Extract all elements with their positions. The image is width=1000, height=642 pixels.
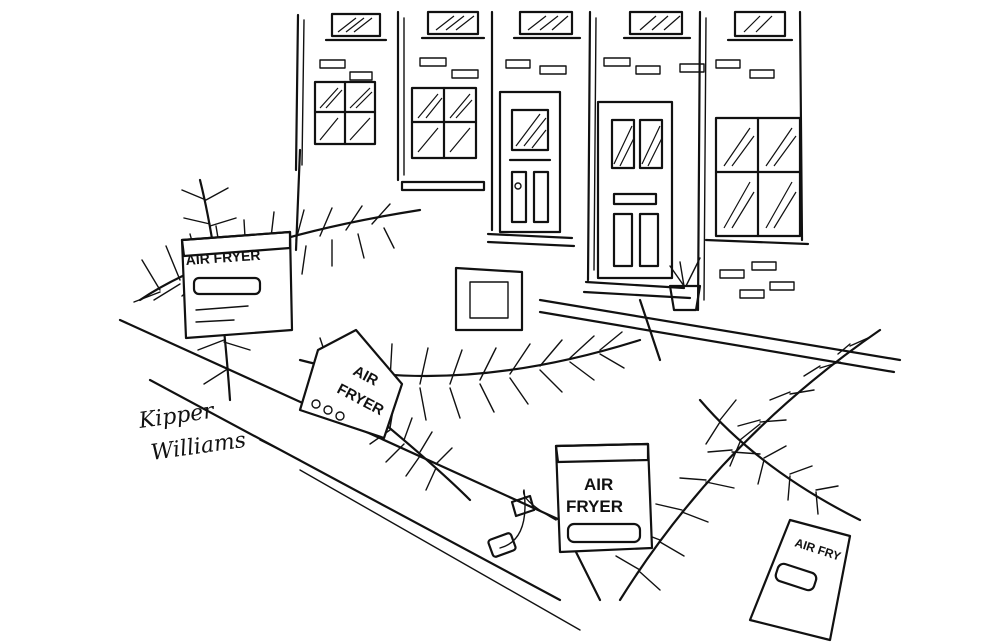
signature-line2: Williams: [149, 428, 247, 466]
air-fryer-right: AIR FRY: [748, 518, 852, 642]
air-fryer-left: AIR FRYER: [180, 230, 294, 340]
air-fryer-front-label-line2: FRYER: [566, 497, 623, 516]
air-fryer-front-label-line1: AIR: [584, 475, 613, 494]
artist-signature: Kipper Williams: [136, 399, 247, 466]
signature-line1: Kipper: [136, 399, 216, 435]
terraced-houses: [294, 10, 810, 312]
air-fryer-middle: AIR FRYER: [298, 328, 404, 440]
air-fryer-left-label: AIR FRYER: [185, 247, 261, 268]
air-fryer-front: AIR FRYER: [487, 442, 654, 558]
